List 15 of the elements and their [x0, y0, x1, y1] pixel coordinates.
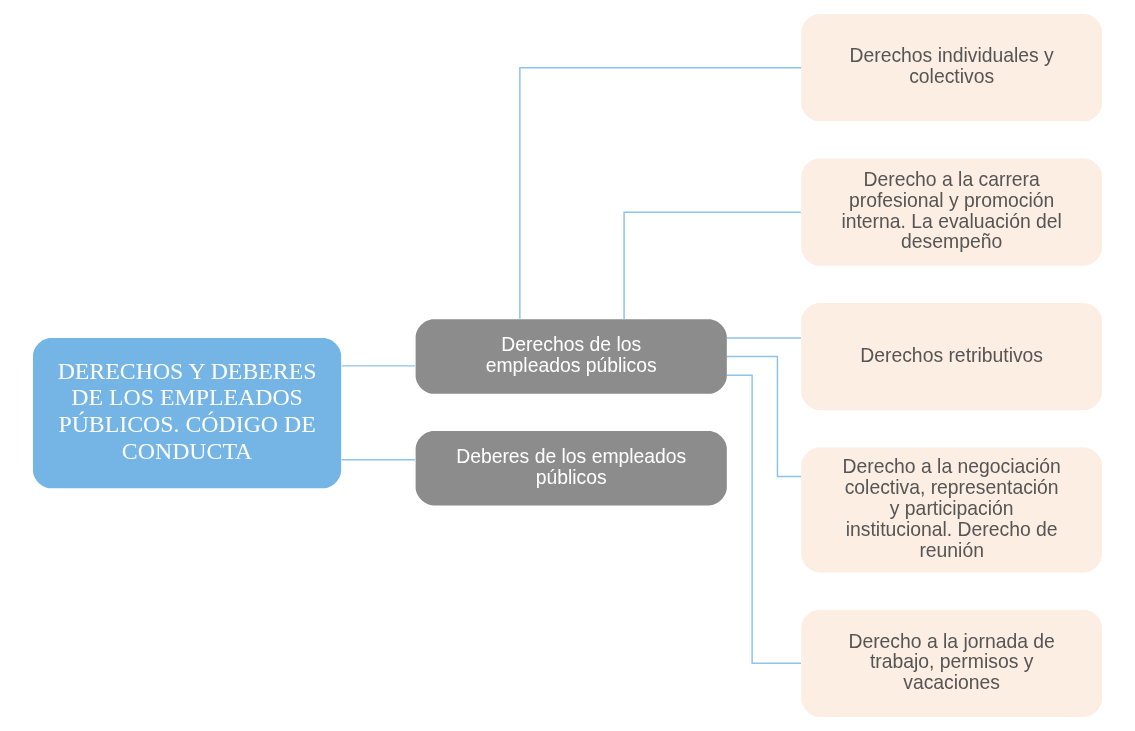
node-box: Derechos individuales y colectivos — [801, 14, 1103, 122]
connector — [623, 211, 802, 320]
connector — [340, 458, 416, 461]
node-box: Derechos de los empleados públicos — [415, 319, 727, 394]
connector — [340, 365, 416, 367]
connector — [726, 355, 802, 478]
node-box: DERECHOS Y DEBERES DE LOS EMPLEADOS PÚBLICOS. CÓDIGO DE CONDUCTA — [32, 337, 342, 489]
node-box: Derecho a la negociación colectiva, representación y participación institucional. Derecho de reunión — [801, 447, 1103, 573]
connector — [726, 374, 802, 665]
connector — [519, 66, 802, 320]
connector — [726, 337, 802, 339]
node-box: Derecho a la jornada de trabajo, permisos y vacaciones — [801, 609, 1103, 717]
node-box: Deberes de los empleados públicos — [415, 431, 727, 506]
node-box: Derechos retributivos — [801, 302, 1103, 411]
node-box: Derecho a la carrera profesional y promoción interna. La evaluación del desempeño — [801, 158, 1103, 266]
